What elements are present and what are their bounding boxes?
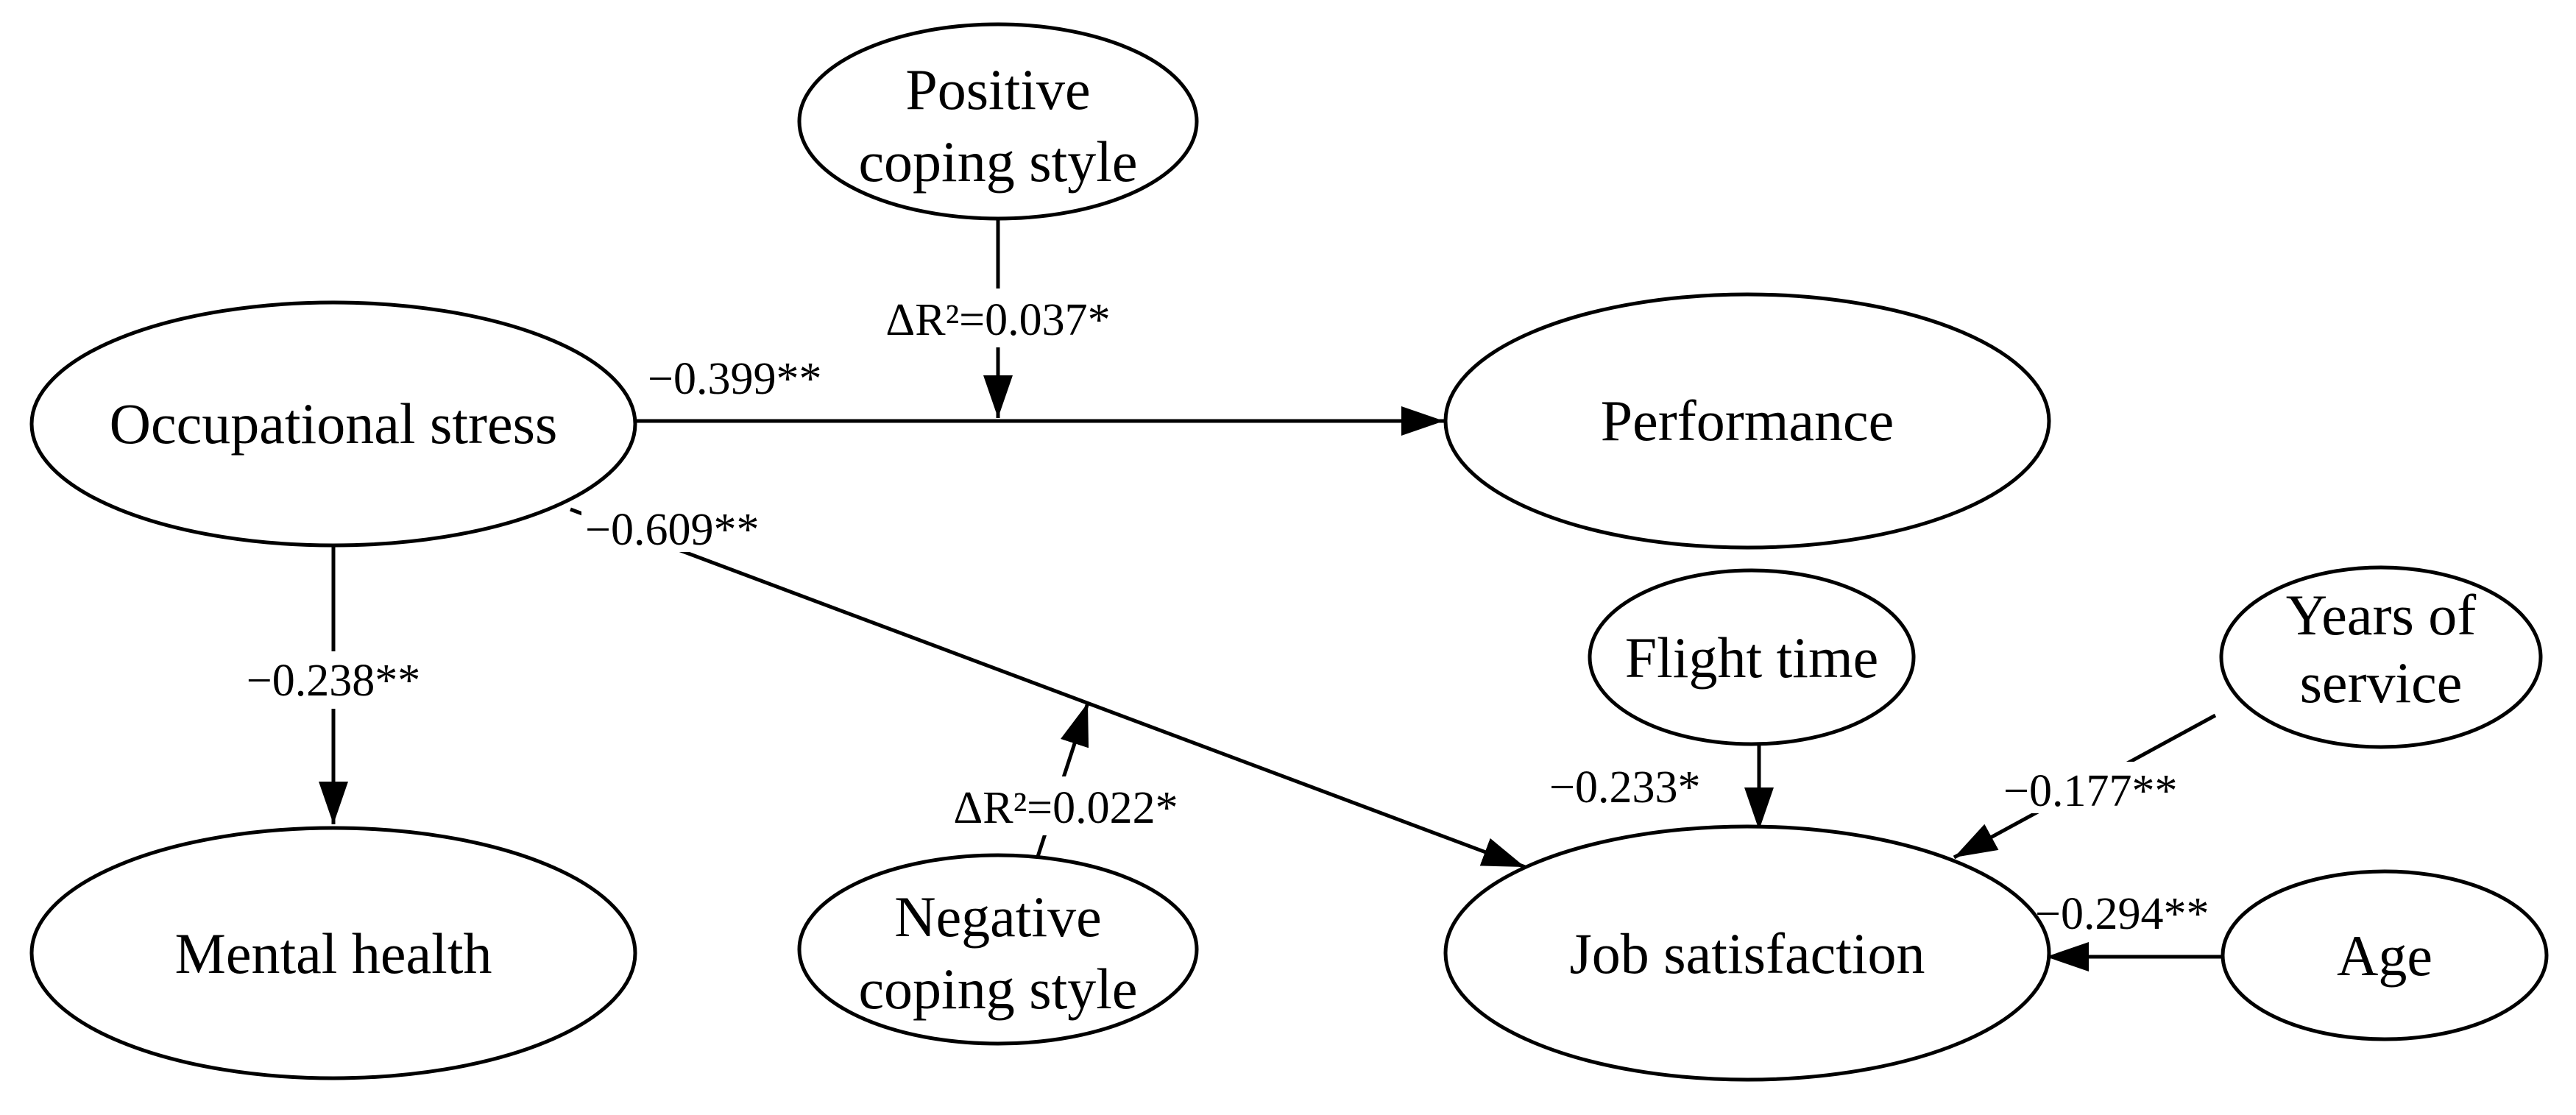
svg-text:Years of: Years of [2286,583,2477,647]
node-occupational-stress: Occupational stress [29,300,637,548]
node-negative-coping-style: Negative coping style [797,853,1199,1046]
node-flight-time: Flight time [1588,568,1916,746]
node-positive-coping-style: Positive coping style [797,22,1199,221]
edge-stress-to-job-satisfaction [570,507,1526,869]
label-flight-time-to-job-satisfaction: −0.233* [1549,762,1700,813]
label-stress-to-mental-health: −0.238** [247,656,420,706]
node-age: Age [2221,869,2549,1041]
label-age-to-job-satisfaction: −0.294** [2035,889,2209,939]
svg-text:service: service [2300,651,2463,715]
svg-text:Age: Age [2337,924,2432,988]
node-performance: Performance [1443,292,2051,550]
label-stress-to-job-satisfaction: −0.609** [585,505,759,555]
svg-text:Flight time: Flight time [1625,626,1879,690]
label-years-to-job-satisfaction: −0.177** [2003,766,2177,816]
svg-text:Job satisfaction: Job satisfaction [1569,921,1925,985]
label-negative-coping-moderation: ΔR²=0.022* [953,783,1178,833]
node-mental-health: Mental health [29,826,637,1080]
label-positive-coping-moderation: ΔR²=0.037* [885,295,1110,345]
label-stress-to-performance: −0.399** [648,354,821,404]
svg-text:coping style: coping style [858,130,1137,194]
svg-text:Positive: Positive [905,57,1090,121]
svg-text:Occupational stress: Occupational stress [110,392,558,456]
svg-text:Mental health: Mental health [174,921,492,985]
node-job-satisfaction: Job satisfaction [1443,824,2051,1082]
svg-text:Negative: Negative [894,885,1102,949]
svg-text:Performance: Performance [1601,389,1894,453]
svg-text:coping style: coping style [858,957,1137,1021]
node-years-of-service: Years of service [2219,565,2543,749]
